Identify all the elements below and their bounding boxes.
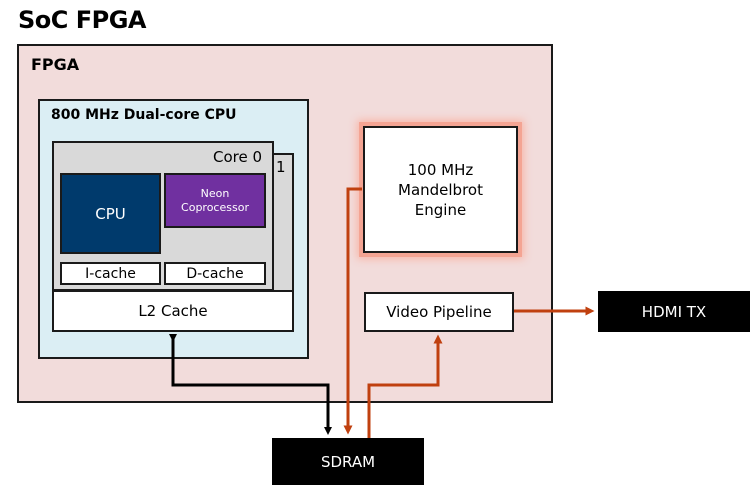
l2-cache-label: L2 Cache [138,302,208,320]
sdram-block: SDRAM [272,438,424,485]
dcache-label: D-cache [186,265,244,282]
neon-label-line2: Coprocessor [181,200,249,214]
cpu-cluster-label: 800 MHz Dual-core CPU [51,107,237,123]
neon-label-line1: Neon [200,186,230,200]
sdram-label: SDRAM [320,452,376,471]
diagram-title: SoC FPGA [18,6,147,34]
mandelbrot-engine-block: 100 MHz Mandelbrot Engine [363,126,518,253]
hdmi-tx-label: HDMI TX [641,302,707,321]
dcache-block: D-cache [164,262,266,285]
mandelbrot-label-line1: 100 MHz [407,160,474,179]
mandelbrot-label-line2: Mandelbrot [398,180,483,199]
icache-block: I-cache [60,262,161,285]
fpga-label: FPGA [31,55,80,74]
hdmi-tx-block: HDMI TX [598,291,750,332]
icache-label: I-cache [85,265,136,282]
video-pipeline-label: Video Pipeline [386,303,492,321]
cpu-label: CPU [95,204,126,223]
mandelbrot-label-line3: Engine [414,200,467,219]
l2-cache-block: L2 Cache [52,290,294,332]
core-0-label: Core 0 [213,148,263,166]
core-1-label: 1 [276,158,286,176]
neon-coprocessor-block: Neon Coprocessor [164,173,266,228]
video-pipeline-block: Video Pipeline [364,292,514,332]
cpu-block: CPU [60,173,161,254]
